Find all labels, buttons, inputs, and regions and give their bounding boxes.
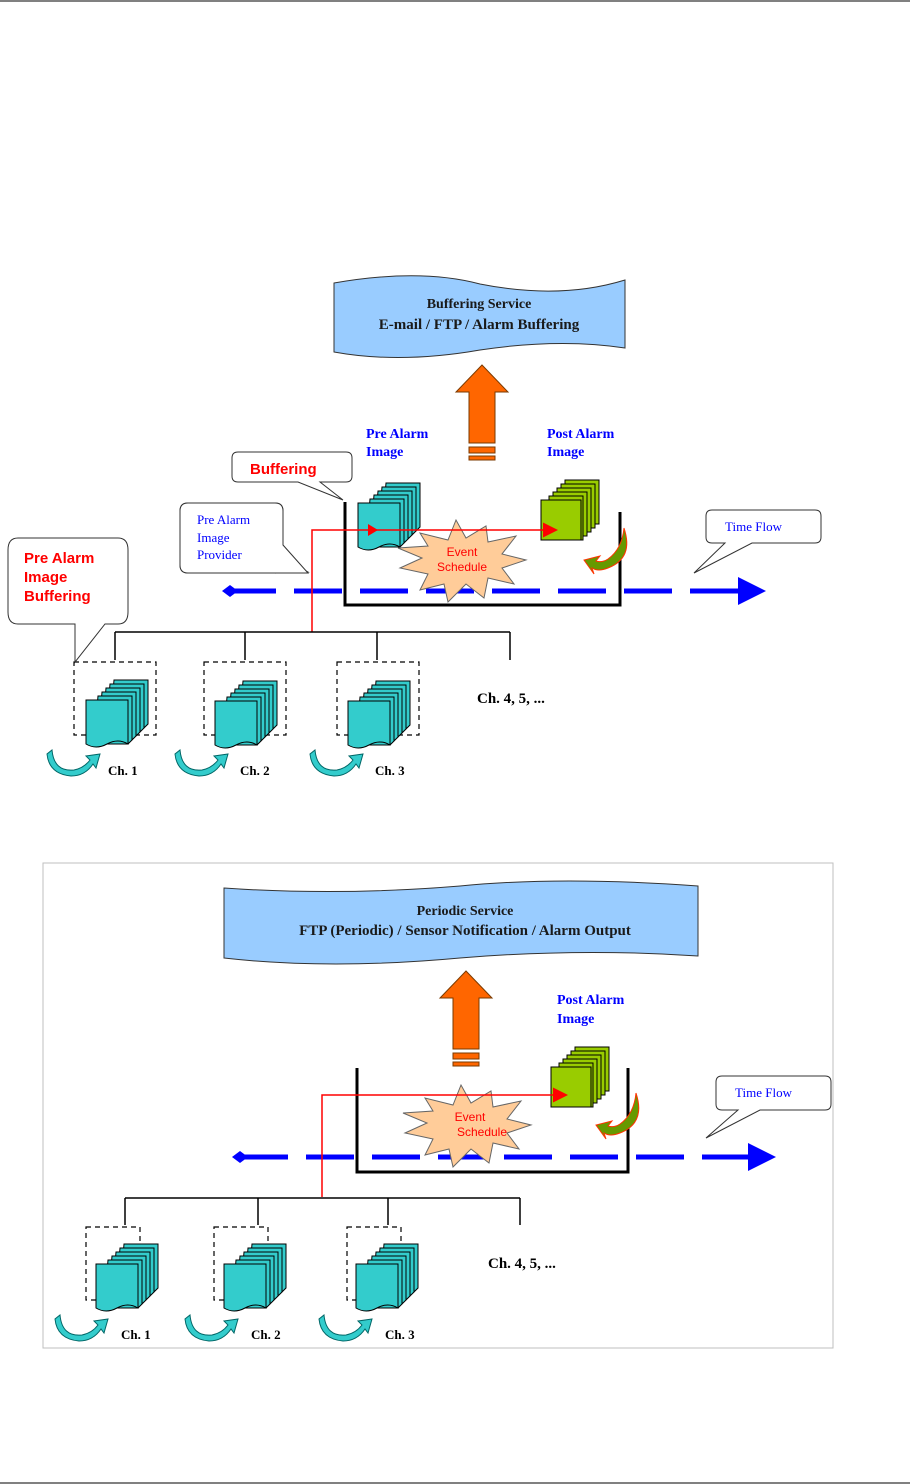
time-flow-left-diamond-icon xyxy=(222,585,238,597)
diagram-frame xyxy=(42,862,834,1349)
callout-provider-line2: Image xyxy=(197,530,230,545)
channel-1-frame-stack-icon xyxy=(95,1243,159,1312)
channel-3-label: Ch. 3 xyxy=(385,1327,415,1342)
callout-buffering-line2: Image xyxy=(24,569,67,586)
pre-alarm-image-label-line2: Image xyxy=(366,445,403,460)
channel-tree xyxy=(124,1197,521,1225)
callout-provider-line1: Pre Alarm xyxy=(197,512,250,527)
time-flow-arrowhead-icon xyxy=(748,1143,776,1171)
diagram-buffering-service: Buffering Service E-mail / FTP / Alarm B… xyxy=(7,275,822,778)
channel-1-box xyxy=(73,661,157,736)
event-signal-path xyxy=(311,522,558,632)
pre-alarm-image-label-line1: Pre Alarm xyxy=(366,427,429,442)
footer-rule xyxy=(0,1482,910,1484)
channel-1-loop-icon xyxy=(46,749,101,777)
signal-arrow-icon xyxy=(368,524,378,536)
channel-3-loop-icon xyxy=(309,749,364,777)
channel-3-frame-stack-icon xyxy=(347,680,411,749)
event-schedule-line2: Schedule xyxy=(457,1125,507,1139)
callout-time-flow: Time Flow xyxy=(693,509,822,574)
callout-provider-line3: Provider xyxy=(197,547,242,562)
channel-2-loop-icon xyxy=(174,749,229,777)
callout-buffering: Buffering xyxy=(231,451,353,501)
periodic-service-title: Periodic Service xyxy=(417,904,514,919)
callout-buffering-line1: Pre Alarm xyxy=(24,550,94,567)
callout-time-flow-text: Time Flow xyxy=(735,1085,793,1100)
callout-time-flow: Time Flow xyxy=(705,1075,832,1139)
channel-2-frame-stack-icon xyxy=(223,1243,287,1312)
channel-tree xyxy=(114,631,511,660)
post-alarm-frame-stack-icon xyxy=(550,1046,610,1108)
callout-buffering-line3: Buffering xyxy=(24,588,91,605)
callout-time-flow-text: Time Flow xyxy=(725,519,783,534)
channel-2-label: Ch. 2 xyxy=(240,763,270,778)
up-arrow-icon xyxy=(455,364,509,461)
callout-pre-alarm-image-buffering: Pre Alarm Image Buffering xyxy=(7,537,129,664)
channel-2-frame-stack-icon xyxy=(214,680,278,749)
channel-1-frame-stack-icon xyxy=(85,679,149,748)
channel-3-frame-stack-icon xyxy=(355,1243,419,1312)
channel-1-label: Ch. 1 xyxy=(108,763,138,778)
diagram-periodic-service: Periodic Service FTP (Periodic) / Sensor… xyxy=(42,862,834,1349)
channel-1-loop-icon xyxy=(54,1314,109,1342)
more-channels-label: Ch. 4, 5, ... xyxy=(488,1256,556,1272)
event-schedule-line1: Event xyxy=(455,1110,486,1124)
callout-buffering-text: Buffering xyxy=(250,461,317,478)
pre-alarm-frame-stack-icon xyxy=(357,482,421,551)
post-alarm-image-label-line2: Image xyxy=(547,445,584,460)
buffering-service-subtitle: E-mail / FTP / Alarm Buffering xyxy=(379,317,580,333)
channel-3-label: Ch. 3 xyxy=(375,763,405,778)
post-alarm-image-label-line2: Image xyxy=(557,1012,594,1027)
time-flow-left-diamond-icon xyxy=(232,1151,248,1163)
event-schedule-line1: Event xyxy=(447,545,478,559)
loop-arrow-green-icon xyxy=(595,1092,640,1140)
event-signal-path xyxy=(321,1087,568,1197)
channel-2-label: Ch. 2 xyxy=(251,1327,281,1342)
buffering-service-title: Buffering Service xyxy=(427,297,532,312)
more-channels-label: Ch. 4, 5, ... xyxy=(477,691,545,707)
time-flow-arrowhead-icon xyxy=(738,577,766,605)
post-alarm-frame-stack-icon xyxy=(540,479,600,541)
callout-pre-alarm-image-provider: Pre Alarm Image Provider xyxy=(179,502,310,574)
channel-2-box xyxy=(203,661,287,736)
event-schedule-line2: Schedule xyxy=(437,560,487,574)
channel-3-box xyxy=(336,661,420,736)
periodic-service-subtitle: FTP (Periodic) / Sensor Notification / A… xyxy=(299,923,631,939)
post-alarm-image-label-line1: Post Alarm xyxy=(547,427,615,442)
up-arrow-icon xyxy=(439,970,493,1067)
channel-3-loop-icon xyxy=(318,1314,373,1342)
buffering-service-banner xyxy=(333,275,626,359)
periodic-service-banner xyxy=(223,880,699,965)
post-alarm-image-label-line1: Post Alarm xyxy=(557,993,625,1008)
channel-1-label: Ch. 1 xyxy=(121,1327,151,1342)
channel-2-loop-icon xyxy=(184,1314,239,1342)
header-rule xyxy=(0,0,910,2)
